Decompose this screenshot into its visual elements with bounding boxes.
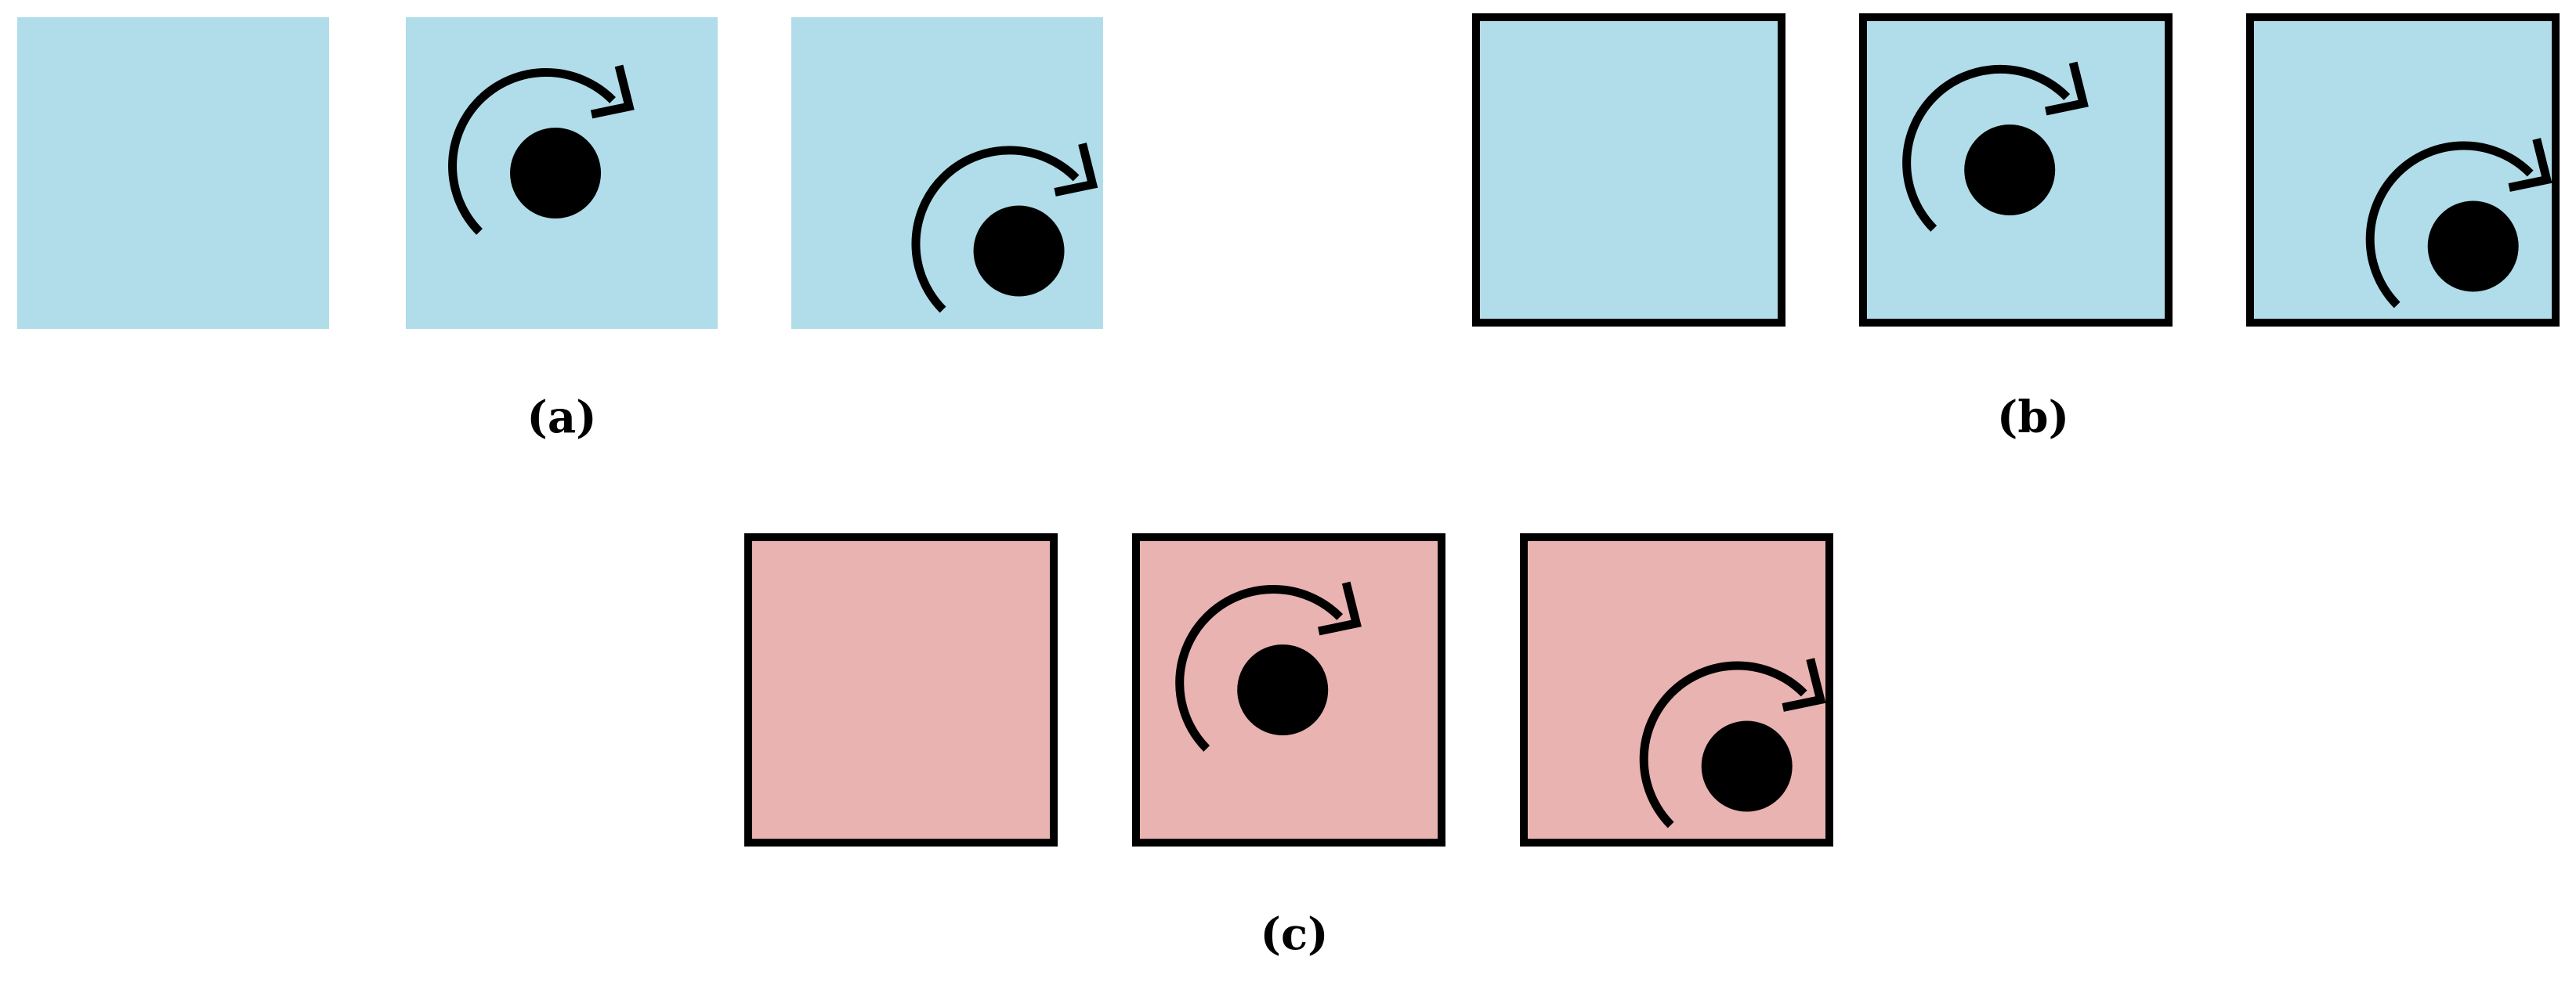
panel-a-frame-2-rotation-arc — [448, 68, 616, 235]
panel-a-frame-3-rotation-arrow-icon — [911, 143, 1098, 313]
panel-c-frame-3-rotation-arrowhead — [1782, 658, 1826, 712]
panel-a-frame-2-ball — [510, 128, 602, 218]
panel-a-frame-2 — [406, 17, 718, 329]
panel-b-frame-1-box — [1472, 13, 1785, 327]
panel-b-frame-3-ball — [2427, 200, 2519, 292]
panel-b-frame-2-rotation-arrow-icon — [1902, 61, 2089, 232]
panel-c-frame-1 — [744, 533, 1058, 847]
panel-a-frame-1 — [17, 17, 329, 329]
panel-b-frame-3-rotation-arc — [2365, 141, 2534, 309]
panel-c — [744, 533, 1833, 847]
panel-a-frame-3 — [791, 17, 1103, 329]
panel-a-frame-2-rotation-arrowhead — [590, 64, 635, 119]
panel-label-b: (b) — [1996, 392, 2070, 443]
panel-c-frame-3-rotation-arc — [1639, 661, 1807, 829]
panel-label-c: (c) — [1260, 908, 1329, 960]
panel-c-frame-2-rotation-arc — [1175, 585, 1344, 752]
panel-c-frame-3-rotation-arrow-icon — [1639, 658, 1826, 829]
panel-b-frame-2-rotation-arrowhead — [2045, 61, 2089, 116]
panel-a-frame-3-rotation-arc — [911, 146, 1080, 313]
panel-b-frame-3 — [2246, 13, 2560, 327]
panel-c-frame-3 — [1520, 533, 1833, 847]
panel-b-frame-2-ball — [1964, 125, 2056, 215]
panel-c-frame-1-box — [744, 533, 1058, 847]
panel-c-frame-3-ball — [1701, 720, 1793, 812]
panel-b-frame-3-rotation-arrowhead — [2508, 138, 2552, 192]
panel-b-frame-2 — [1859, 13, 2173, 327]
panel-b — [1472, 13, 2560, 327]
panel-a-frame-3-rotation-arrowhead — [1054, 143, 1098, 197]
panel-a-frame-1-box — [17, 17, 329, 329]
panel-c-frame-2 — [1132, 533, 1445, 847]
panel-b-frame-2-rotation-arc — [1902, 65, 2071, 232]
panel-b-frame-1 — [1472, 13, 1785, 327]
panel-c-frame-2-rotation-arrow-icon — [1175, 581, 1362, 752]
panel-c-frame-2-ball — [1237, 644, 1329, 735]
panel-a — [17, 17, 1103, 329]
panel-a-frame-3-ball — [973, 205, 1065, 297]
panel-b-frame-3-rotation-arrow-icon — [2365, 138, 2552, 309]
panel-a-frame-2-rotation-arrow-icon — [448, 64, 635, 235]
panel-c-frame-2-rotation-arrowhead — [1318, 581, 1362, 636]
panel-label-a: (a) — [526, 392, 597, 443]
